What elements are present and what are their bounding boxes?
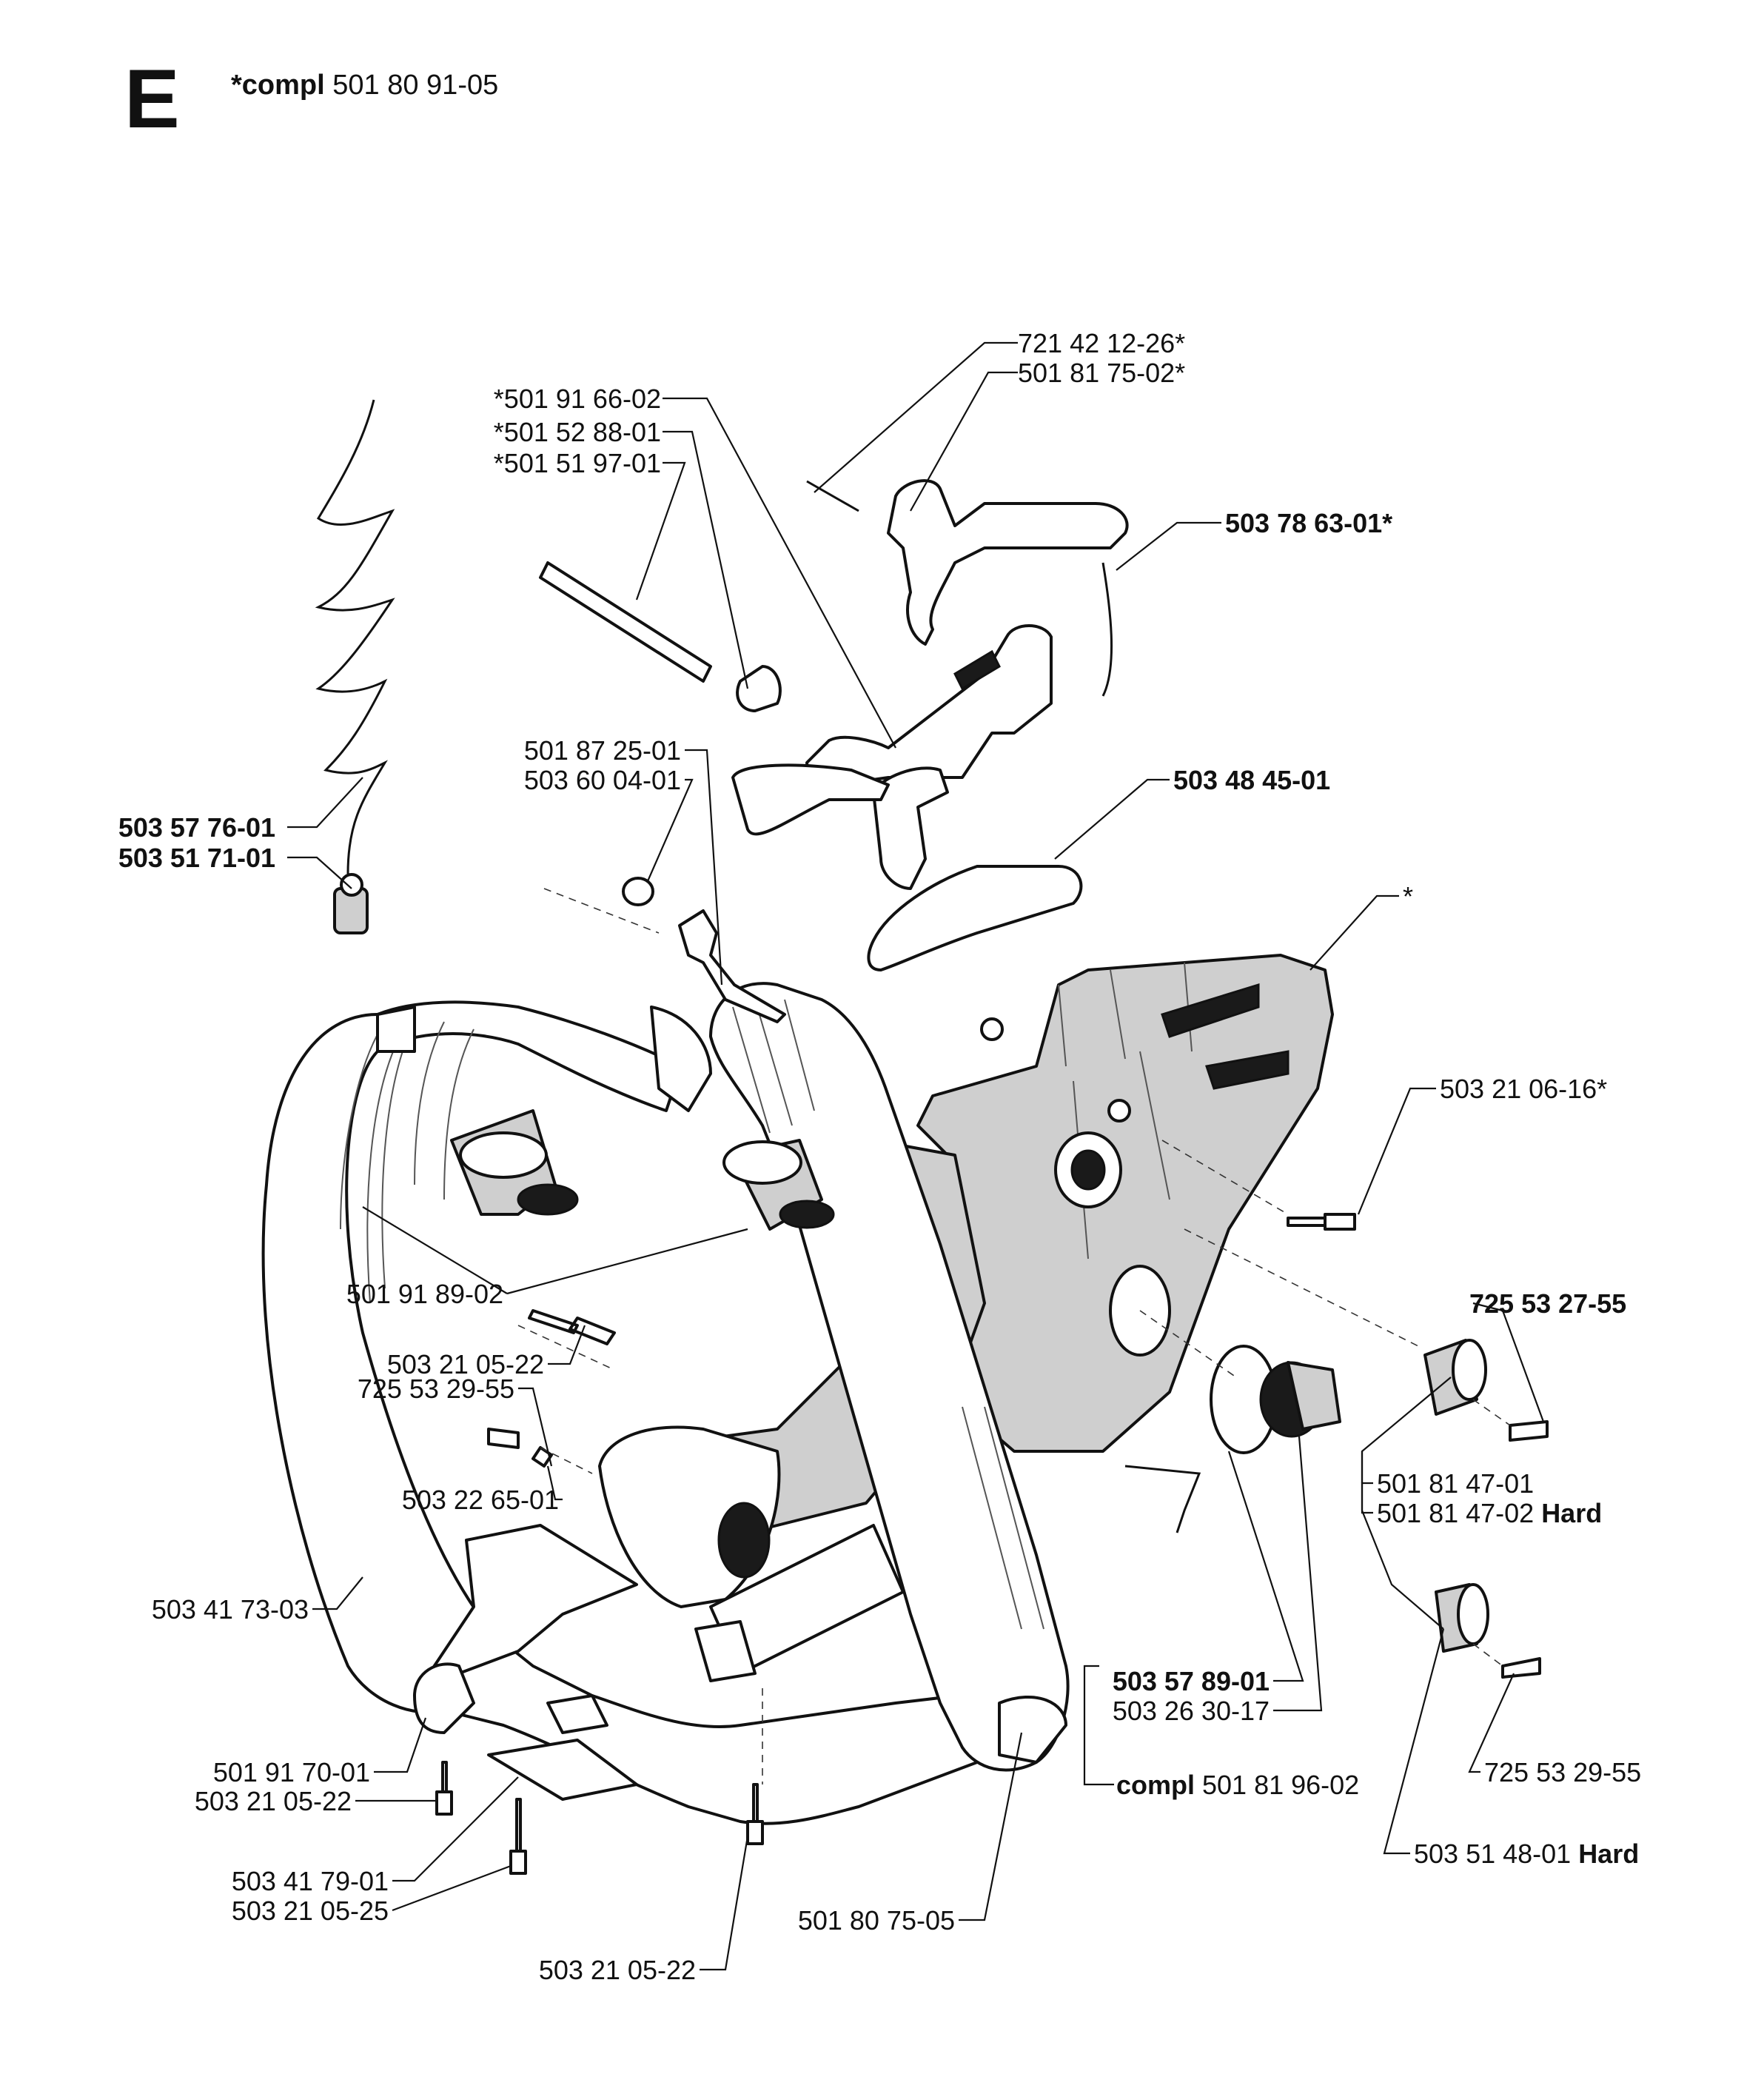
callout-label-part: 503 22 65-01 bbox=[402, 1485, 559, 1515]
callout-label-part: 503 21 05-22 bbox=[539, 1955, 696, 1985]
callout-label: 503 21 05-22 bbox=[387, 1349, 544, 1379]
valve-parts bbox=[622, 877, 786, 1023]
callout-label: 501 80 75-05 bbox=[798, 1905, 955, 1936]
callout-label: 501 91 89-02 bbox=[346, 1279, 503, 1309]
callout-label-part: 503 51 48-01 bbox=[1414, 1839, 1578, 1869]
callout-label-part: 503 21 06-16* bbox=[1440, 1074, 1607, 1104]
callout-label-part: 501 81 75-02* bbox=[1018, 358, 1185, 388]
front-handle-loop bbox=[261, 1000, 1053, 1825]
callout-label: 503 51 48-01 Hard bbox=[1414, 1839, 1639, 1869]
callout-label-part: 503 41 79-01 bbox=[232, 1866, 389, 1896]
callout-label: 503 48 45-01 bbox=[1173, 765, 1330, 795]
callout-label: * bbox=[1403, 881, 1413, 911]
callout-label: 503 26 30-17 bbox=[1113, 1696, 1270, 1726]
section-letter: E bbox=[124, 53, 180, 145]
callout-label-part: 501 87 25-01 bbox=[524, 735, 681, 766]
callout-label-part: 725 53 29-55 bbox=[1484, 1757, 1641, 1787]
callout-label: 503 21 05-22 bbox=[195, 1786, 352, 1816]
callout-label-part: Hard bbox=[1541, 1498, 1602, 1528]
callout-label: 501 81 47-02 Hard bbox=[1377, 1498, 1602, 1528]
callout-label: 503 21 05-22 bbox=[539, 1955, 696, 1985]
chain-guard bbox=[867, 865, 1083, 971]
callout-label-part: 501 91 89-02 bbox=[346, 1279, 503, 1309]
callout-label: *501 91 66-02 bbox=[494, 384, 661, 414]
fuel-hose-spring bbox=[315, 399, 395, 934]
callout-label-part: 503 26 30-17 bbox=[1113, 1696, 1270, 1726]
rubber-sleeves bbox=[450, 1109, 835, 1231]
callout-label: 503 57 89-01 bbox=[1113, 1666, 1270, 1696]
callout-label-part: 503 41 73-03 bbox=[152, 1594, 309, 1625]
callout-label: 503 57 76-01 bbox=[118, 812, 275, 843]
callout-label: 725 53 27-55 bbox=[1469, 1288, 1626, 1319]
callout-label: 503 60 04-01 bbox=[524, 765, 681, 795]
callout-label-part: Hard bbox=[1578, 1839, 1639, 1869]
assembly-axes bbox=[517, 888, 1511, 1784]
header-compl: *compl 501 80 91-05 bbox=[231, 71, 498, 99]
tank-cap-group bbox=[1124, 1345, 1341, 1533]
header-compl-label: *compl bbox=[231, 70, 325, 101]
callout-label: 503 51 71-01 bbox=[118, 843, 275, 873]
av-elements bbox=[1423, 1339, 1489, 1653]
callout-label: 721 42 12-26* bbox=[1018, 328, 1185, 358]
part-number-callouts: 721 42 12-26*501 81 75-02**501 91 66-02*… bbox=[118, 328, 1641, 1985]
callout-label-part: *501 51 97-01 bbox=[494, 448, 661, 478]
screws bbox=[435, 1213, 1549, 1875]
callout-label-part: 503 21 05-22 bbox=[387, 1349, 544, 1379]
callout-label-part: 503 51 71-01 bbox=[118, 843, 275, 873]
callout-label: 501 81 75-02* bbox=[1018, 358, 1185, 388]
bottom-bracket bbox=[413, 1524, 638, 1801]
callout-label: 503 41 79-01 bbox=[232, 1866, 389, 1896]
callout-label: 503 21 05-25 bbox=[232, 1896, 389, 1926]
leader-lines bbox=[287, 341, 1545, 1971]
callout-label-part: 503 21 05-25 bbox=[232, 1896, 389, 1926]
callout-label-part: 503 48 45-01 bbox=[1173, 765, 1330, 795]
callout-label: 501 91 70-01 bbox=[213, 1757, 370, 1787]
callout-label-part: 501 81 47-01 bbox=[1377, 1468, 1534, 1499]
callout-label-part: * bbox=[1403, 881, 1413, 911]
callout-label-part: 501 81 47-02 bbox=[1377, 1498, 1541, 1528]
callout-label: 503 21 06-16* bbox=[1440, 1074, 1607, 1104]
callout-label: 725 53 29-55 bbox=[358, 1374, 514, 1404]
callout-label: 503 22 65-01 bbox=[402, 1485, 559, 1515]
header-compl-number: 501 80 91-05 bbox=[332, 70, 499, 101]
callout-label: 501 81 47-01 bbox=[1377, 1468, 1534, 1499]
callout-label-part: 725 53 27-55 bbox=[1469, 1288, 1626, 1319]
parts-illustration bbox=[261, 399, 1549, 1875]
callout-label: 503 41 73-03 bbox=[152, 1594, 309, 1625]
callout-label-part: 503 60 04-01 bbox=[524, 765, 681, 795]
callout-label-part: 501 80 75-05 bbox=[798, 1905, 955, 1936]
callout-label: *501 51 97-01 bbox=[494, 448, 661, 478]
callout-label-part: 503 78 63-01* bbox=[1225, 508, 1392, 538]
callout-label-part: 503 57 76-01 bbox=[118, 812, 275, 843]
callout-label-part: 725 53 29-55 bbox=[358, 1374, 514, 1404]
callout-label-part: 721 42 12-26* bbox=[1018, 328, 1185, 358]
callout-label-part: 503 57 89-01 bbox=[1113, 1666, 1270, 1696]
callout-label: 501 87 25-01 bbox=[524, 735, 681, 766]
callout-label-part: 501 81 96-02 bbox=[1202, 1770, 1359, 1800]
callout-label-part: *501 91 66-02 bbox=[494, 384, 661, 414]
callout-label-part: *501 52 88-01 bbox=[494, 417, 661, 447]
callout-label-part: 503 21 05-22 bbox=[195, 1786, 352, 1816]
callout-label: compl 501 81 96-02 bbox=[1116, 1770, 1359, 1800]
callout-label: *501 52 88-01 bbox=[494, 417, 661, 447]
callout-label-part: compl bbox=[1116, 1770, 1202, 1800]
throttle-assembly bbox=[539, 479, 1129, 890]
callout-label: 725 53 29-55 bbox=[1484, 1757, 1641, 1787]
callout-label-part: 501 91 70-01 bbox=[213, 1757, 370, 1787]
callout-label: 503 78 63-01* bbox=[1225, 508, 1392, 538]
